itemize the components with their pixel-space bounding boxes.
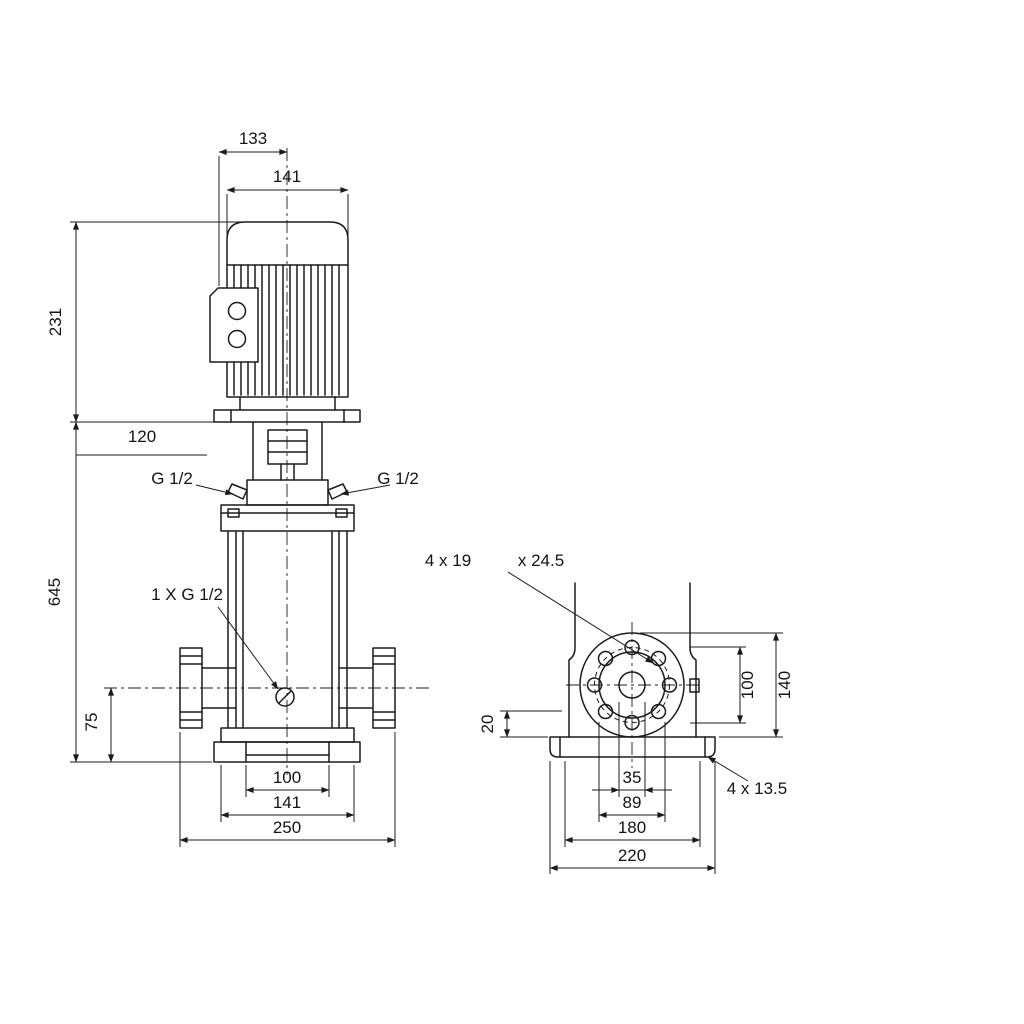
- cable-entry-hole: [227, 329, 247, 349]
- dimensions-side: 4 x 19 x 24.5 20 100 140 35: [425, 551, 794, 874]
- dim-port-height-label: 75: [82, 713, 101, 732]
- front-view: 133 141 231 645 120 G 1/2 G 1/2 1 X G 1/…: [45, 129, 430, 847]
- coupling-stool: [252, 421, 323, 481]
- bolt-hole: [624, 714, 640, 731]
- dim-100-label: 100: [273, 768, 301, 787]
- dim-flange-od-label: 140: [775, 671, 794, 699]
- side-view: 4 x 19 x 24.5 20 100 140 35: [425, 551, 794, 874]
- drain-plug: [275, 687, 295, 707]
- vent-plug-right: [327, 483, 348, 500]
- motor-flange: [213, 409, 361, 423]
- terminal-box: [209, 287, 259, 363]
- bolt-hole: [624, 639, 640, 656]
- vent-plug-left: [227, 483, 248, 500]
- bolt-hole: [597, 650, 614, 667]
- raised-face: [598, 651, 666, 719]
- dim-base-thickness-label: 20: [478, 715, 497, 734]
- base-holes-label: 4 x 13.5: [727, 779, 788, 798]
- suction-flange: [179, 647, 237, 729]
- head-flange: [220, 504, 355, 532]
- side-plug: [689, 678, 700, 693]
- motor-fins: [233, 264, 340, 396]
- chamber-stack: [227, 530, 348, 729]
- dim-bolt-circle-label: 100: [738, 671, 757, 699]
- plug-right-label: G 1/2: [377, 469, 419, 488]
- bolt-circle: [594, 647, 670, 723]
- mounting-base-side: [549, 736, 716, 758]
- cable-entry-hole: [227, 301, 247, 321]
- discharge-flange: [338, 647, 396, 729]
- dim-120-label: 120: [128, 427, 156, 446]
- bolt-hole: [650, 703, 667, 720]
- flange-bolt: [335, 508, 348, 518]
- dim-flange-span-label: 250: [273, 818, 301, 837]
- port-flange-face: [579, 632, 700, 738]
- coupling: [267, 429, 308, 465]
- drain-label: 1 X G 1/2: [151, 585, 223, 604]
- dimensions-front: 133 141 231 645 120 G 1/2 G 1/2 1 X G 1/…: [45, 129, 419, 847]
- bolt-hole: [597, 703, 614, 720]
- dim-motor-depth-label: 133: [239, 129, 267, 148]
- bolt-hole: [661, 677, 678, 693]
- centerlines-side: [566, 622, 702, 768]
- flange-bolt: [227, 508, 240, 518]
- bolt-hole: [586, 677, 603, 693]
- dim-motor-height-label: 231: [46, 308, 65, 336]
- counterbore-label: x 24.5: [518, 551, 564, 570]
- side-body: [568, 582, 697, 738]
- port-bore: [618, 671, 646, 699]
- plug-left-label: G 1/2: [151, 469, 193, 488]
- flange-holes-label: 4 x 19: [425, 551, 471, 570]
- centerlines-front: [104, 148, 430, 775]
- dim-base-length-label: 220: [618, 846, 646, 865]
- motor: [209, 221, 361, 423]
- dim-total-height-label: 645: [45, 578, 64, 606]
- bolt-hole: [650, 650, 667, 667]
- pump-head: [220, 479, 355, 532]
- dim-bore-label: 35: [623, 768, 642, 787]
- dim-base-width-label: 141: [273, 793, 301, 812]
- dim-motor-width-label: 141: [273, 167, 301, 186]
- base-front: [213, 727, 361, 763]
- dim-hole-spacing-label: 180: [618, 818, 646, 837]
- dim-raised-face-label: 89: [623, 793, 642, 812]
